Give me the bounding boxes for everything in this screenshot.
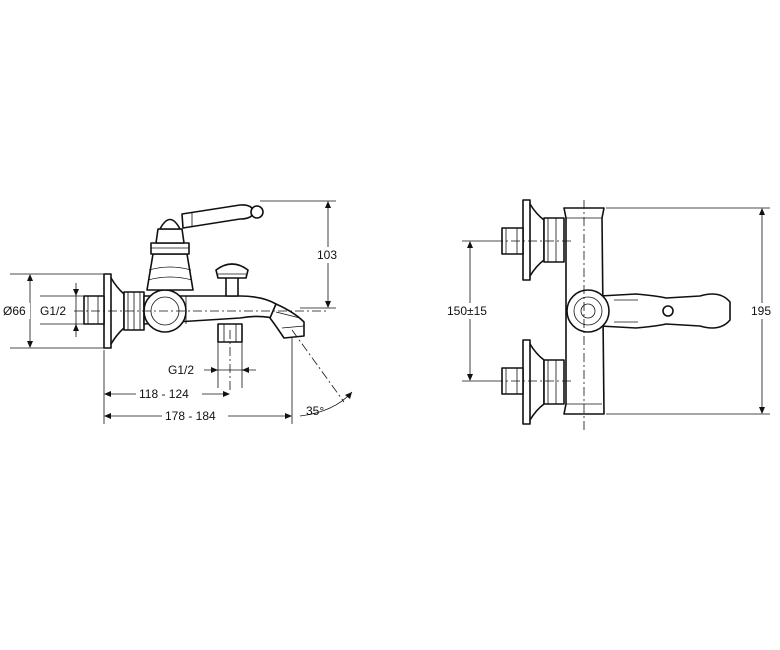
dim-inlet-thread-label: G1/2 xyxy=(40,304,66,318)
inlet-connector xyxy=(83,295,105,325)
dim-angle-label: 35° xyxy=(306,404,324,418)
dim-overall-height xyxy=(606,207,776,415)
dim-inlet-spacing-label: 150±15 xyxy=(447,304,487,318)
spout-axis xyxy=(291,329,345,403)
front-valve xyxy=(566,289,731,333)
valve-head xyxy=(146,218,194,291)
dim-outlet-thread xyxy=(204,342,256,388)
spout xyxy=(269,303,305,339)
front-view: 150±15 195 xyxy=(444,199,776,430)
diverter-knob xyxy=(215,263,249,297)
dim-diameter xyxy=(2,273,104,349)
dim-overall-length-label: 178 - 184 xyxy=(165,409,216,423)
lower-inlet xyxy=(501,339,565,425)
side-view: Ø66 G1/2 103 G1/2 xyxy=(2,200,353,424)
upper-inlet xyxy=(501,199,565,281)
dim-outlet-thread-label: G1/2 xyxy=(168,363,194,377)
lever-handle xyxy=(181,204,264,229)
dim-spout-offset-label: 118 - 124 xyxy=(139,387,189,401)
dim-inlet-thread xyxy=(38,283,84,337)
dim-height-label: 103 xyxy=(317,248,337,262)
dim-spout-offset xyxy=(103,350,230,424)
dim-overall-height-label: 195 xyxy=(751,304,771,318)
dim-diameter-label: Ø66 xyxy=(3,304,26,318)
dim-overall-length xyxy=(104,338,293,424)
dim-angle xyxy=(299,391,353,417)
dim-inlet-spacing xyxy=(444,240,496,382)
dim-height xyxy=(260,200,344,309)
